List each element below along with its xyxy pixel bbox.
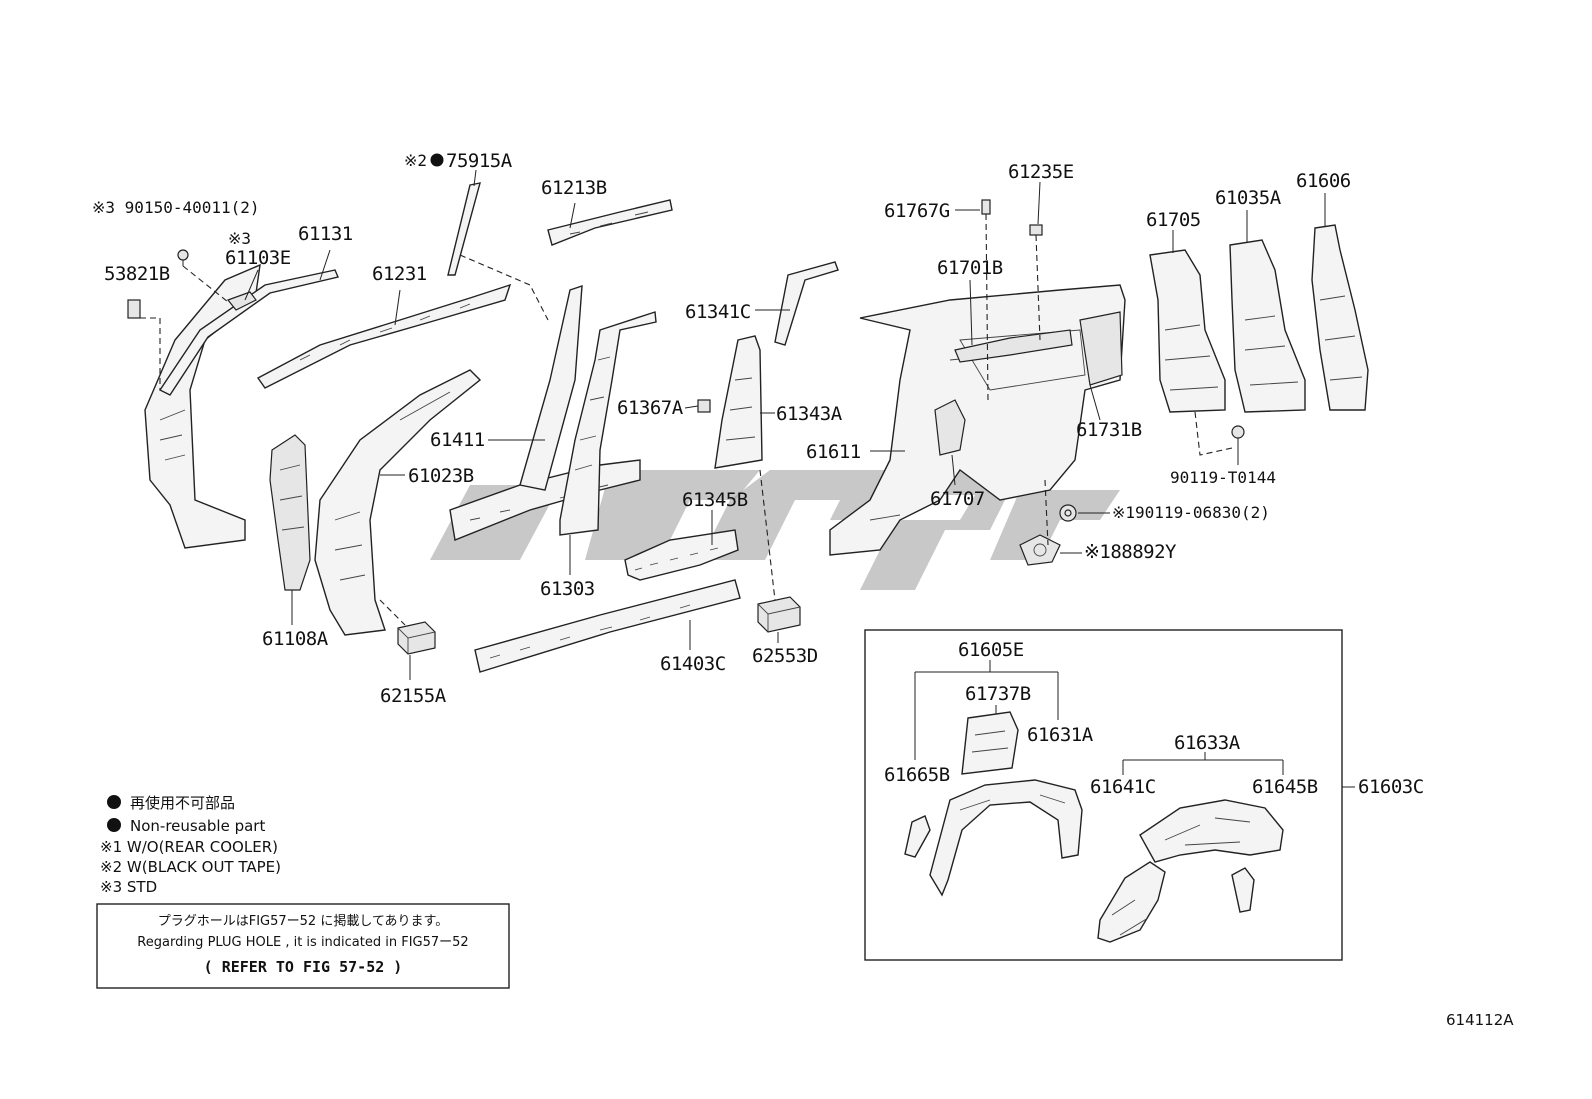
note-en: Regarding PLUG HOLE , it is indicated in… [137, 935, 468, 950]
part-188892Y-drawing[interactable] [1019, 534, 1061, 566]
label-53821B[interactable]: 53821B [104, 263, 170, 285]
label-61707[interactable]: 61707 [930, 488, 985, 510]
legend-jp: 再使用不可部品 [130, 794, 235, 812]
part-62553D-drawing[interactable] [757, 596, 801, 633]
label-61103E-mark: ※3 [228, 229, 251, 248]
part-53821B-drawing[interactable] [127, 299, 141, 319]
non-reusable-dot-icon [430, 153, 444, 167]
assembly-dashed-lines [140, 213, 1233, 626]
part-61606-drawing[interactable] [1311, 224, 1369, 411]
label-61345B[interactable]: 61345B [682, 489, 748, 511]
label-61705[interactable]: 61705 [1146, 209, 1201, 231]
label-61606[interactable]: 61606 [1296, 170, 1351, 192]
label-61131[interactable]: 61131 [298, 223, 353, 245]
part-61633A-drawing[interactable] [1139, 799, 1284, 863]
label-61367A[interactable]: 61367A [617, 397, 684, 419]
part-61231-drawing[interactable] [256, 283, 512, 389]
leader-lines [244, 169, 1326, 680]
part-61705-drawing[interactable] [1149, 249, 1226, 413]
part-61303-drawing[interactable] [559, 311, 657, 536]
label-61303[interactable]: 61303 [540, 578, 595, 600]
part-61023B-drawing[interactable] [314, 369, 482, 636]
legend-note-1: ※1 W/O(REAR COOLER) [100, 838, 278, 856]
part-61767G-drawing[interactable] [981, 199, 991, 215]
part-61343A-drawing[interactable] [714, 335, 763, 469]
label-61645B[interactable]: 61645B [1252, 776, 1318, 798]
part-61665B-drawing[interactable] [904, 815, 931, 858]
legend-note-2: ※2 W(BLACK OUT TAPE) [100, 858, 281, 876]
label-62155A[interactable]: 62155A [380, 685, 447, 707]
label-61633A[interactable]: 61633A [1174, 732, 1241, 754]
part-61737B-drawing[interactable] [961, 711, 1019, 775]
label-188892Y[interactable]: ※188892Y [1084, 541, 1178, 563]
label-61631A[interactable]: 61631A [1027, 724, 1094, 746]
label-61665B[interactable]: 61665B [884, 764, 950, 786]
label-61737B[interactable]: 61737B [965, 683, 1031, 705]
part-61631A-drawing[interactable] [929, 779, 1083, 897]
label-61231[interactable]: 61231 [372, 263, 427, 285]
label-61108A[interactable]: 61108A [262, 628, 329, 650]
label-90150-40011[interactable]: ※3 90150-40011(2) [92, 198, 260, 217]
part-90119-bolt-drawing[interactable] [1231, 425, 1245, 448]
part-61213B-drawing[interactable] [547, 199, 673, 246]
label-61235E[interactable]: 61235E [1008, 161, 1074, 183]
part-61707-drawing[interactable] [934, 399, 966, 456]
label-61641C[interactable]: 61641C [1090, 776, 1156, 798]
legend-note-3: ※3 STD [100, 878, 157, 896]
label-61731B[interactable]: 61731B [1076, 419, 1142, 441]
note-jp: プラグホールはFIG57ー52 に掲載してあります。 [158, 913, 449, 929]
part-labels: ※3 90150-40011(2) 53821B ※3 61103E 61131… [92, 150, 1424, 798]
label-75915A-mark: ※2 [404, 151, 427, 170]
reference-note-box: プラグホールはFIG57ー52 に掲載してあります。 Regarding PLU… [96, 903, 510, 989]
label-61343A[interactable]: 61343A [776, 403, 843, 425]
part-61341C-drawing[interactable] [774, 261, 839, 346]
figure-id: 614112A [1446, 1011, 1514, 1029]
legend: 再使用不可部品 Non-reusable part ※1 W/O(REAR CO… [100, 794, 281, 896]
note-refer-link[interactable]: ( REFER TO FIG 57-52 ) [204, 958, 403, 976]
part-61641C-drawing[interactable] [1097, 861, 1166, 943]
legend-dot-icon [107, 818, 121, 832]
label-61035A[interactable]: 61035A [1215, 187, 1282, 209]
inset-wheel-housing [864, 629, 1355, 961]
part-90150-bolt-drawing[interactable] [177, 249, 189, 266]
part-61345B-drawing[interactable] [624, 529, 739, 581]
part-61108A-drawing[interactable] [144, 263, 311, 591]
label-61603C[interactable]: 61603C [1358, 776, 1424, 798]
part-61611-drawing[interactable] [829, 284, 1126, 556]
label-61403C[interactable]: 61403C [660, 653, 726, 675]
label-61701B[interactable]: 61701B [937, 257, 1003, 279]
part-61701B-drawing[interactable] [954, 329, 1073, 363]
part-61403C-drawing[interactable] [474, 579, 741, 673]
part-62155A-drawing[interactable] [397, 621, 436, 655]
label-61341C[interactable]: 61341C [685, 301, 751, 323]
part-61235E-drawing[interactable] [1029, 224, 1043, 236]
part-61645B-drawing[interactable] [1231, 867, 1255, 913]
label-61103E[interactable]: 61103E [225, 247, 291, 269]
watermark-logo [430, 470, 1120, 590]
part-61731B-drawing[interactable] [1079, 311, 1123, 386]
label-61605E[interactable]: 61605E [958, 639, 1024, 661]
part-61035A-drawing[interactable] [1229, 239, 1306, 413]
label-61611[interactable]: 61611 [806, 441, 861, 463]
label-190119-06830[interactable]: ※190119-06830(2) [1112, 503, 1270, 522]
part-190119-clip-drawing[interactable] [1059, 504, 1077, 522]
label-90119-T0144[interactable]: 90119-T0144 [1170, 468, 1276, 487]
part-61103E-drawing[interactable] [227, 291, 257, 311]
label-61411[interactable]: 61411 [430, 429, 485, 451]
legend-en: Non-reusable part [130, 817, 265, 835]
part-75915A-drawing[interactable] [447, 182, 481, 276]
label-62553D[interactable]: 62553D [752, 645, 818, 667]
label-61023B[interactable]: 61023B [408, 465, 474, 487]
label-61767G[interactable]: 61767G [884, 200, 950, 222]
label-75915A[interactable]: 75915A [446, 150, 513, 172]
legend-dot-icon [107, 795, 121, 809]
label-61213B[interactable]: 61213B [541, 177, 607, 199]
part-61367A-drawing[interactable] [697, 399, 711, 413]
part-61131-drawing[interactable] [158, 269, 339, 396]
